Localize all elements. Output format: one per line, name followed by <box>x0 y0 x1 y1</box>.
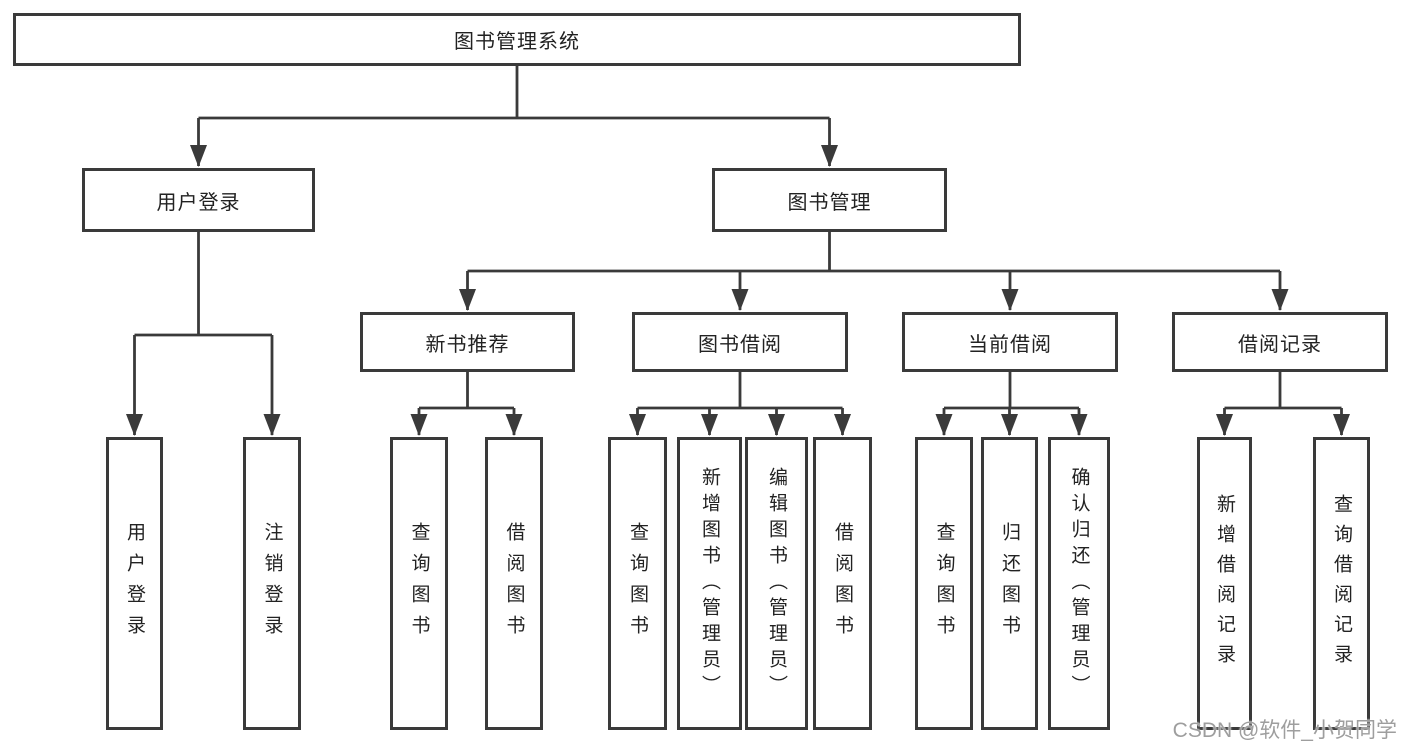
leaf-add-borrow-record-label: 新增借阅记录 <box>1214 493 1235 674</box>
leaf-query-books-current-label: 查询图书 <box>933 521 955 646</box>
node-borrowing-records-label: 借阅记录 <box>1238 333 1322 356</box>
leaf-query-borrow-record-label: 查询借阅记录 <box>1331 493 1352 674</box>
leaf-query-books-borrowing-label: 查询图书 <box>627 521 648 646</box>
leaf-logout-label: 注销登录 <box>261 521 283 646</box>
leaf-query-books-borrowing: 查询图书 <box>608 437 667 730</box>
leaf-borrow-books-recommend-label: 借阅图书 <box>503 521 525 646</box>
leaf-query-books-recommend-label: 查询图书 <box>408 521 430 646</box>
connector-user-login-to-leaves <box>126 231 281 436</box>
leaf-edit-book-admin-label: 编辑图书（管理员） <box>766 466 787 701</box>
leaf-user-login-label: 用户登录 <box>124 521 145 646</box>
node-book-borrowing: 图书借阅 <box>632 312 848 372</box>
node-library-management-system: 图书管理系统 <box>13 13 1021 66</box>
leaf-query-books-recommend: 查询图书 <box>390 437 448 730</box>
node-new-book-recommendation: 新书推荐 <box>360 312 575 372</box>
node-book-management: 图书管理 <box>712 168 947 232</box>
leaf-borrow-books-borrowing: 借阅图书 <box>813 437 872 730</box>
leaf-query-borrow-record: 查询借阅记录 <box>1313 437 1370 730</box>
connector-root-to-level2 <box>190 65 838 167</box>
connector-current-borrowing-to-leaves <box>935 371 1088 436</box>
node-library-management-system-label: 图书管理系统 <box>454 31 580 53</box>
leaf-edit-book-admin: 编辑图书（管理员） <box>745 437 808 730</box>
connector-book-borrowing-to-leaves <box>629 371 851 436</box>
connector-new-book-recommendation-to-leaves <box>410 371 523 436</box>
connector-book-management-to-level3 <box>459 231 1289 311</box>
leaf-logout: 注销登录 <box>243 437 301 730</box>
leaf-confirm-return-admin: 确认归还（管理员） <box>1048 437 1110 730</box>
node-borrowing-records: 借阅记录 <box>1172 312 1388 372</box>
leaf-add-book-admin: 新增图书（管理员） <box>677 437 742 730</box>
node-user-login-branch-label: 用户登录 <box>156 191 241 214</box>
node-book-management-label: 图书管理 <box>787 191 872 214</box>
leaf-add-book-admin-label: 新增图书（管理员） <box>699 466 720 701</box>
leaf-return-books: 归还图书 <box>981 437 1038 730</box>
leaf-return-books-label: 归还图书 <box>999 521 1020 646</box>
leaf-borrow-books-borrowing-label: 借阅图书 <box>832 521 853 646</box>
node-book-borrowing-label: 图书借阅 <box>698 333 782 356</box>
node-new-book-recommendation-label: 新书推荐 <box>425 333 510 356</box>
connector-borrowing-records-to-leaves <box>1216 371 1350 436</box>
node-current-borrowing-label: 当前借阅 <box>968 333 1052 356</box>
csdn-watermark: CSDN @软件_小贺同学 <box>1172 719 1397 742</box>
leaf-query-books-current: 查询图书 <box>915 437 973 730</box>
node-current-borrowing: 当前借阅 <box>902 312 1118 372</box>
node-user-login-branch: 用户登录 <box>82 168 315 232</box>
leaf-confirm-return-admin-label: 确认归还（管理员） <box>1068 466 1090 701</box>
leaf-user-login: 用户登录 <box>106 437 163 730</box>
leaf-borrow-books-recommend: 借阅图书 <box>485 437 543 730</box>
leaf-add-borrow-record: 新增借阅记录 <box>1197 437 1252 730</box>
